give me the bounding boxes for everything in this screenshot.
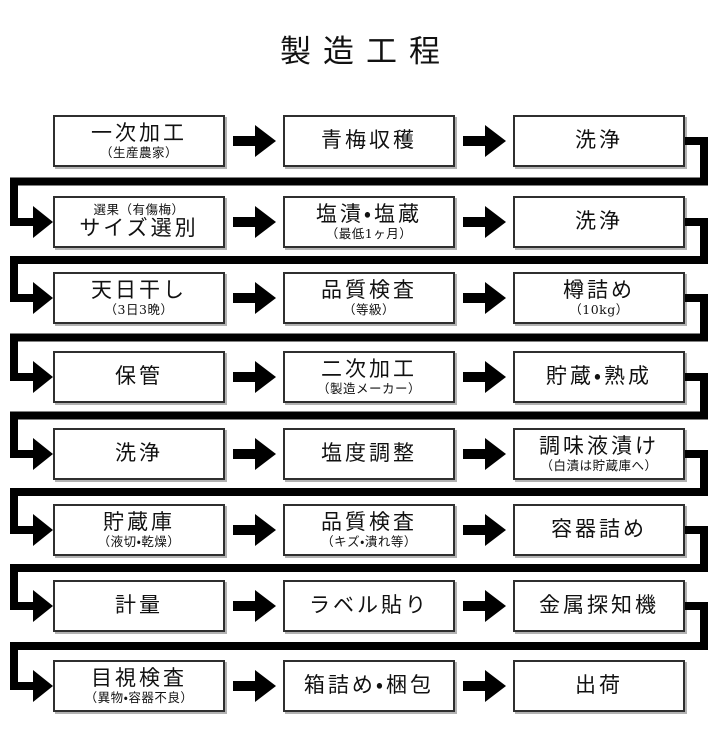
arrow-right-icon xyxy=(463,125,506,157)
wrap-arrowhead-icon xyxy=(33,206,53,238)
wrap-arrowhead-icon xyxy=(33,670,53,702)
page-title: 製造工程 xyxy=(280,34,452,70)
wrap-arrowhead-icon xyxy=(33,282,53,314)
process-box-label: 貯蔵庫 xyxy=(103,510,175,535)
process-box-r1c3: 洗浄 xyxy=(513,115,685,167)
process-box-r7c2: ラベル貼り xyxy=(283,580,455,632)
process-box-sublabel: （製造メーカー） xyxy=(316,380,421,396)
wrap-connector-line xyxy=(10,602,708,690)
process-box-r6c1: 貯蔵庫（液切・乾燥） xyxy=(53,504,225,556)
wrap-arrowhead-icon xyxy=(33,590,53,622)
process-box-r7c1: 計量 xyxy=(53,580,225,632)
process-box-label: 洗浄 xyxy=(575,209,623,234)
arrow-right-icon xyxy=(463,590,506,622)
process-box-r6c2: 品質検査（キズ・潰れ等） xyxy=(283,504,455,556)
process-box-label: 品質検査 xyxy=(321,278,417,303)
arrow-right-icon xyxy=(463,282,506,314)
arrow-right-icon xyxy=(463,361,506,393)
process-box-r3c1: 天日干し（3日3晩） xyxy=(53,272,225,324)
process-box-r4c3: 貯蔵・熟成 xyxy=(513,351,685,403)
arrow-right-icon xyxy=(463,438,506,470)
process-box-r2c1: 選果（有傷梅）サイズ選別 xyxy=(53,196,225,248)
process-box-label: 貯蔵・熟成 xyxy=(545,364,653,389)
process-box-r5c1: 洗浄 xyxy=(53,428,225,480)
process-box-r2c2: 塩漬・塩蔵（最低1ヶ月） xyxy=(283,196,455,248)
process-box-label: 容器詰め xyxy=(551,517,647,542)
process-box-r1c1: 一次加工（生産農家） xyxy=(53,115,225,167)
process-box-sublabel: （等級） xyxy=(342,301,395,317)
process-box-sublabel: （液切・乾燥） xyxy=(97,533,181,549)
process-box-r8c1: 目視検査（異物・容器不良） xyxy=(53,660,225,712)
process-box-r6c3: 容器詰め xyxy=(513,504,685,556)
arrow-right-icon xyxy=(233,590,276,622)
process-box-sublabel: （生産農家） xyxy=(99,144,178,160)
process-box-label: 一次加工 xyxy=(91,121,187,146)
process-box-sublabel: （3日3晩） xyxy=(104,301,174,317)
process-box-label: 調味液漬け xyxy=(539,434,659,459)
arrow-right-icon xyxy=(463,514,506,546)
arrow-right-icon xyxy=(463,670,506,702)
process-box-label: 塩漬・塩蔵 xyxy=(315,202,423,227)
process-box-sublabel: 選果（有傷梅） xyxy=(93,202,185,218)
process-box-sublabel: （白漬は貯蔵庫へ） xyxy=(540,457,658,473)
process-box-r3c2: 品質検査（等級） xyxy=(283,272,455,324)
process-box-label: サイズ選別 xyxy=(79,216,199,241)
arrow-right-icon xyxy=(233,282,276,314)
process-box-label: ラベル貼り xyxy=(309,593,429,618)
wrap-connector-line xyxy=(10,526,708,610)
wrap-connector-line xyxy=(10,294,708,381)
process-box-label: 出荷 xyxy=(575,673,623,698)
arrow-right-icon xyxy=(233,514,276,546)
process-box-label: 箱詰め・梱包 xyxy=(303,673,435,698)
process-box-r2c3: 洗浄 xyxy=(513,196,685,248)
process-box-r8c3: 出荷 xyxy=(513,660,685,712)
arrow-right-icon xyxy=(233,206,276,238)
process-box-label: 保管 xyxy=(115,364,163,389)
process-box-sublabel: （最低1ヶ月） xyxy=(325,225,413,241)
process-box-label: 天日干し xyxy=(91,278,187,303)
process-box-sublabel: （異物・容器不良） xyxy=(84,689,194,705)
process-box-r4c2: 二次加工（製造メーカー） xyxy=(283,351,455,403)
process-box-label: 品質検査 xyxy=(321,510,417,535)
process-box-r7c3: 金属探知機 xyxy=(513,580,685,632)
wrap-connector-line xyxy=(10,450,708,534)
process-box-label: 金属探知機 xyxy=(539,593,659,618)
process-box-r4c1: 保管 xyxy=(53,351,225,403)
process-box-label: 計量 xyxy=(115,593,163,618)
process-box-r5c3: 調味液漬け（白漬は貯蔵庫へ） xyxy=(513,428,685,480)
process-box-label: 洗浄 xyxy=(115,441,163,466)
arrow-right-icon xyxy=(233,438,276,470)
wrap-arrowhead-icon xyxy=(33,361,53,393)
process-box-label: 洗浄 xyxy=(575,128,623,153)
process-box-r1c2: 青梅収穫 xyxy=(283,115,455,167)
wrap-arrowhead-icon xyxy=(33,438,53,470)
arrow-right-icon xyxy=(463,206,506,238)
wrap-connector-line xyxy=(10,373,708,458)
process-box-label: 塩度調整 xyxy=(321,441,417,466)
process-box-label: 二次加工 xyxy=(321,357,417,382)
process-box-label: 青梅収穫 xyxy=(321,128,417,153)
wrap-connector-line xyxy=(10,218,708,302)
process-box-sublabel: （10kg） xyxy=(569,301,629,317)
wrap-connector-line xyxy=(10,137,708,226)
process-box-r3c3: 樽詰め（10kg） xyxy=(513,272,685,324)
process-box-sublabel: （キズ・潰れ等） xyxy=(321,533,417,549)
arrow-right-icon xyxy=(233,670,276,702)
process-box-label: 樽詰め xyxy=(563,278,635,303)
wrap-arrowhead-icon xyxy=(33,514,53,546)
process-box-r8c2: 箱詰め・梱包 xyxy=(283,660,455,712)
process-box-r5c2: 塩度調整 xyxy=(283,428,455,480)
arrow-right-icon xyxy=(233,125,276,157)
process-box-label: 目視検査 xyxy=(91,666,187,691)
arrow-right-icon xyxy=(233,361,276,393)
